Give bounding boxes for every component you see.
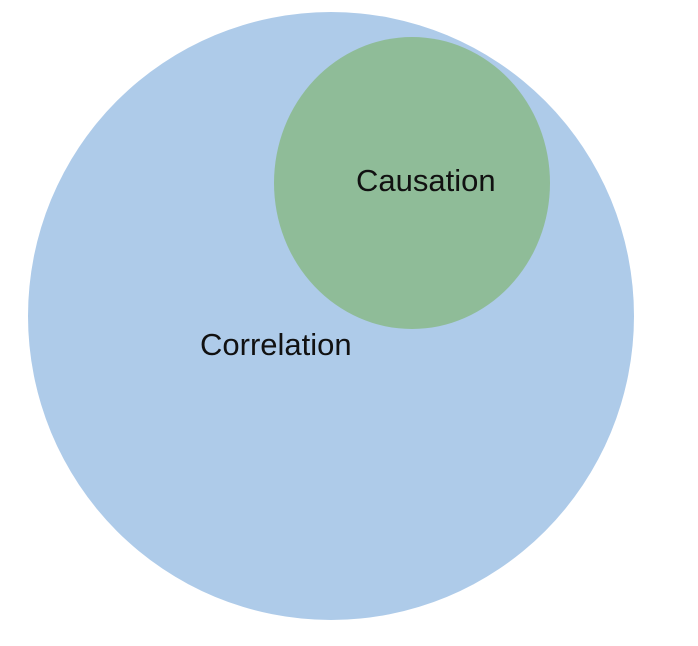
correlation-label: Correlation <box>200 327 352 362</box>
causation-label: Causation <box>356 163 496 198</box>
causation-circle <box>274 37 550 329</box>
